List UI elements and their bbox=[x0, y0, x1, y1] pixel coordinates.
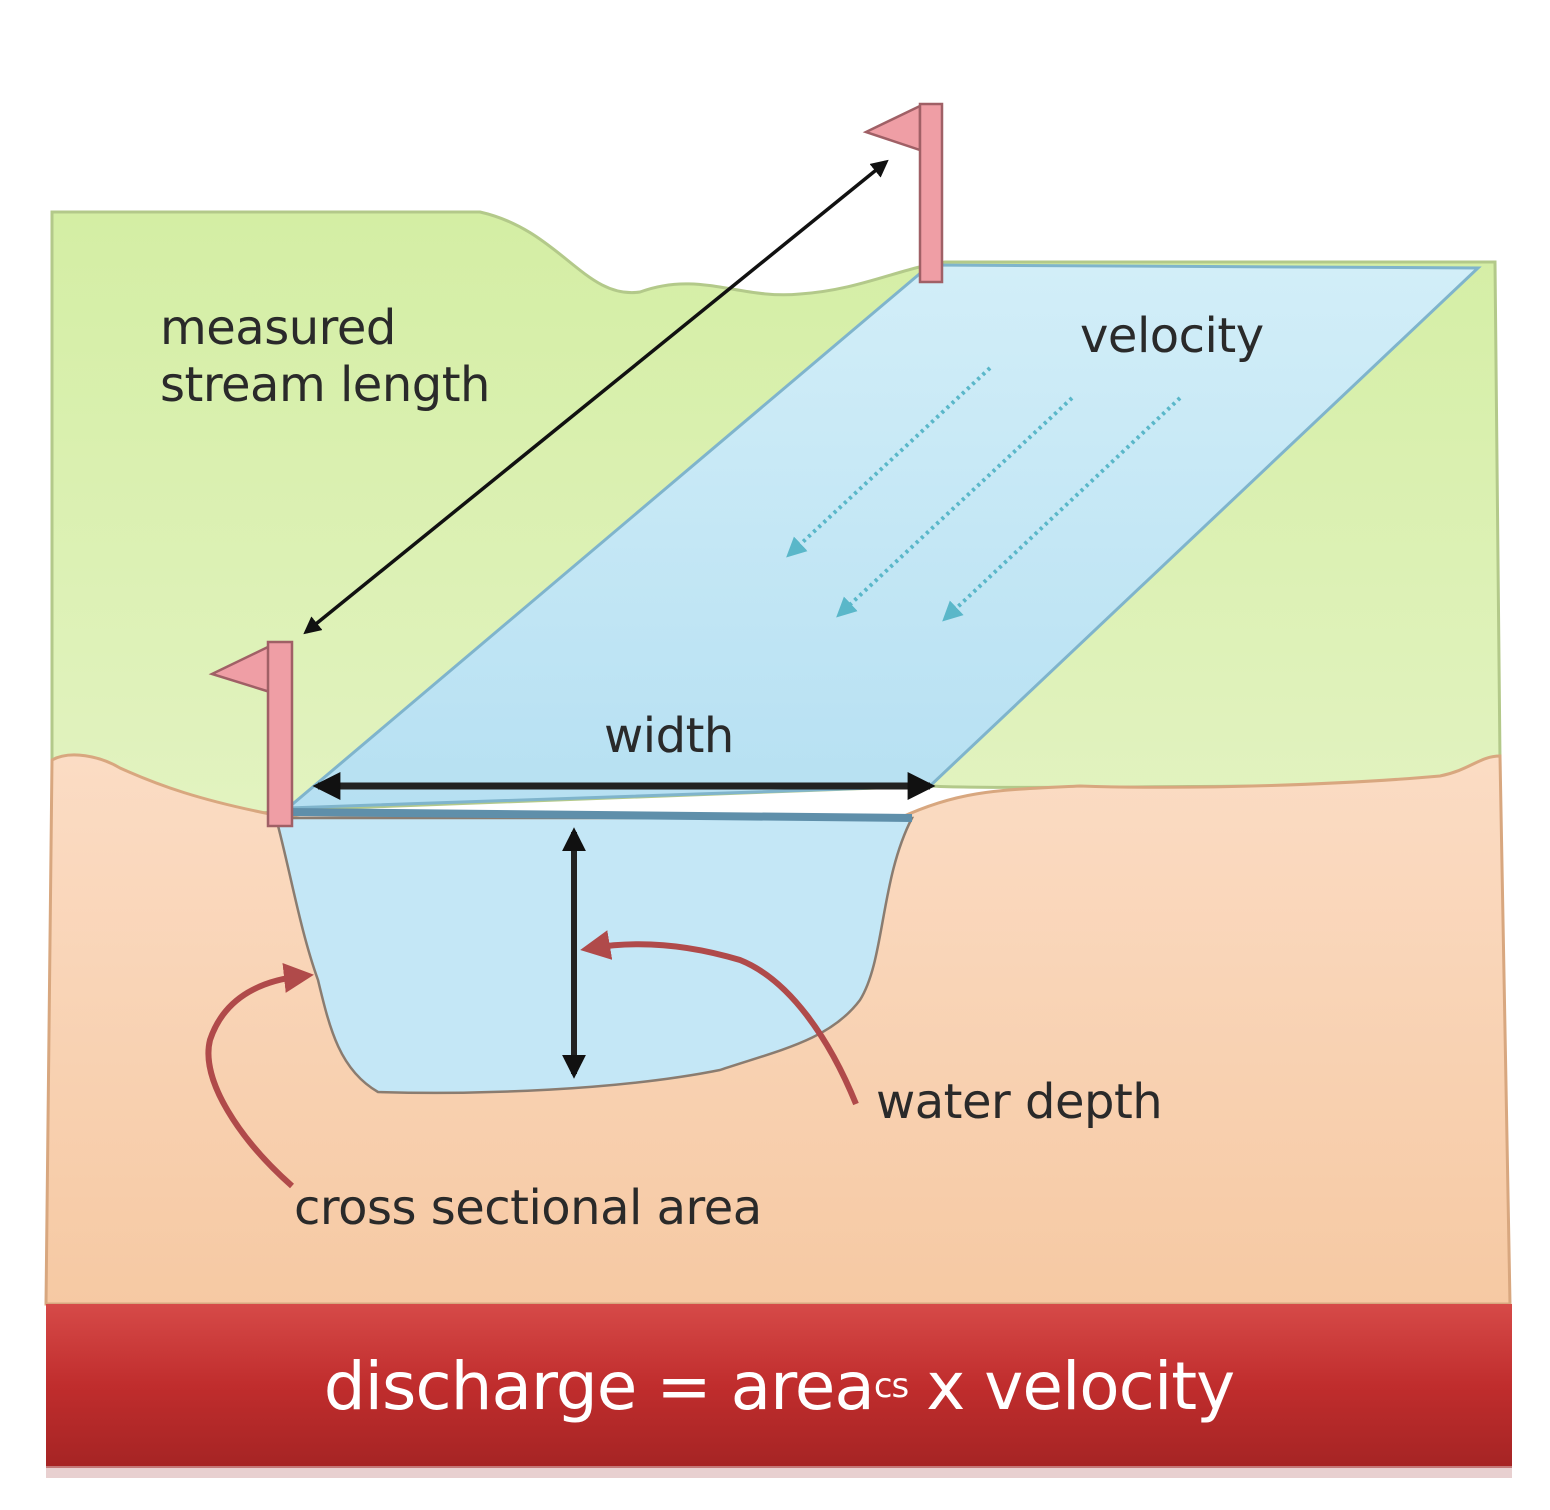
formula-lhs: discharge = area bbox=[323, 1347, 875, 1425]
water-depth-label: water depth bbox=[876, 1074, 1163, 1130]
area-pointer-curve bbox=[205, 963, 314, 1189]
downstream-flag-icon bbox=[208, 640, 294, 828]
depth-pointer-curve bbox=[580, 930, 859, 1106]
formula-banner bbox=[46, 1304, 1512, 1468]
stream-length-arrow bbox=[303, 159, 889, 635]
cross-sectional-area-label: cross sectional area bbox=[294, 1180, 762, 1236]
formula-rhs: x velocity bbox=[926, 1347, 1235, 1425]
stream-length-line2: stream length bbox=[160, 356, 490, 413]
water-line bbox=[287, 808, 913, 822]
upstream-flag-icon bbox=[862, 102, 944, 284]
width-label: width bbox=[604, 708, 734, 764]
stream-length-line1: measured bbox=[160, 300, 396, 356]
formula-subscript: cs bbox=[873, 1366, 909, 1406]
velocity-label: velocity bbox=[1080, 308, 1264, 364]
stream-length-label: measured stream length bbox=[160, 300, 490, 413]
